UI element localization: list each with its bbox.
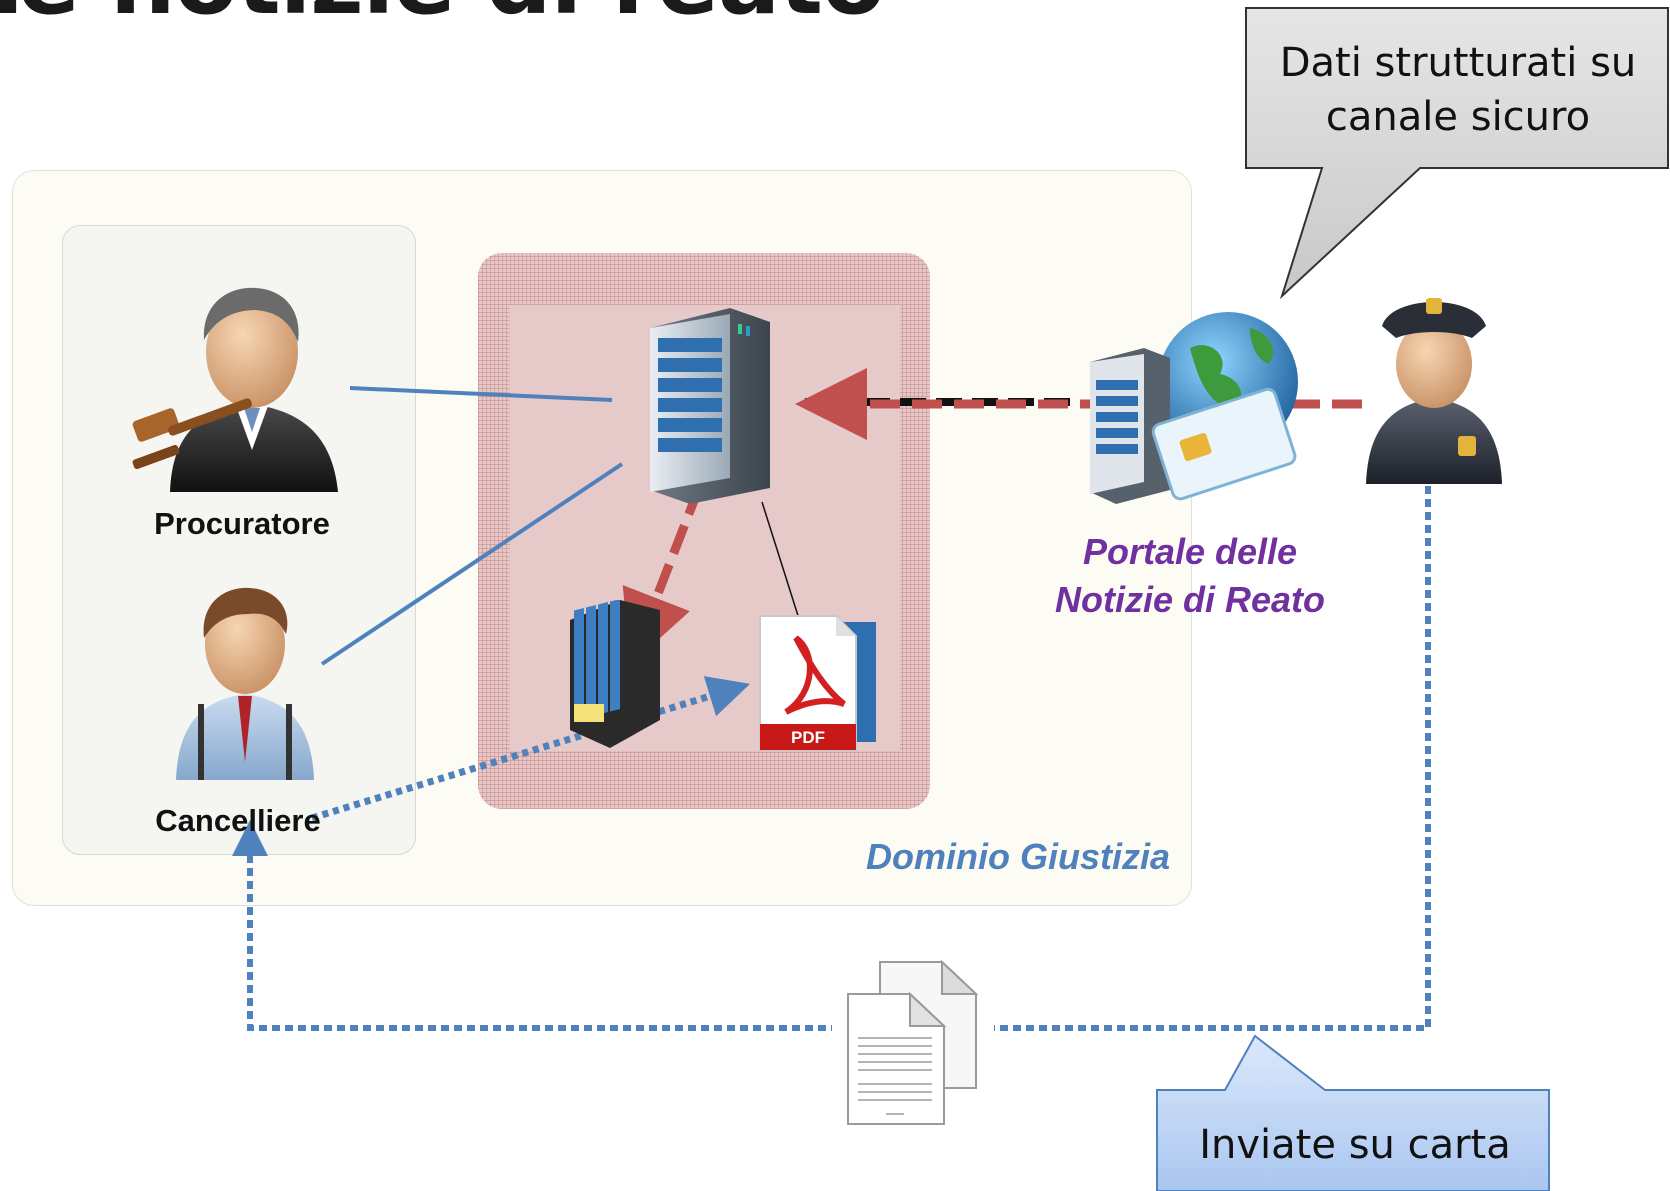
paper-callout-shape (1156, 1034, 1550, 1191)
archive-icon (570, 600, 660, 748)
central-server-icon (650, 308, 770, 504)
domain-label: Dominio Giustizia (865, 836, 1170, 877)
server-pdf-link (761, 501, 801, 623)
pdf-icon-text: PDF (791, 728, 825, 747)
slide-title: Le notizie di reato (0, 0, 885, 35)
cancelliere-label: Cancelliere (155, 803, 321, 838)
paper-callout: Inviate su carta (1199, 1122, 1511, 1168)
procuratore-label: Procuratore (154, 506, 330, 541)
cancelliere-icon (176, 587, 314, 780)
procuratore-icon (132, 287, 338, 492)
pdf-icon: PDF (759, 615, 876, 751)
police-officer-icon (1366, 298, 1502, 484)
portal-icon (1090, 312, 1298, 504)
procuratore-server-link (349, 386, 613, 402)
paper-documents-icon (847, 959, 979, 1125)
cancelliere-server-link (320, 462, 624, 666)
secure-channel-callout-shape (1245, 7, 1669, 300)
cancelliere-pdf-arrow (310, 676, 751, 822)
secure-channel-callout: Dati strutturati su canale sicuro (1279, 40, 1637, 140)
portal-label: Portale delle Notizie di Reato (1054, 531, 1326, 620)
